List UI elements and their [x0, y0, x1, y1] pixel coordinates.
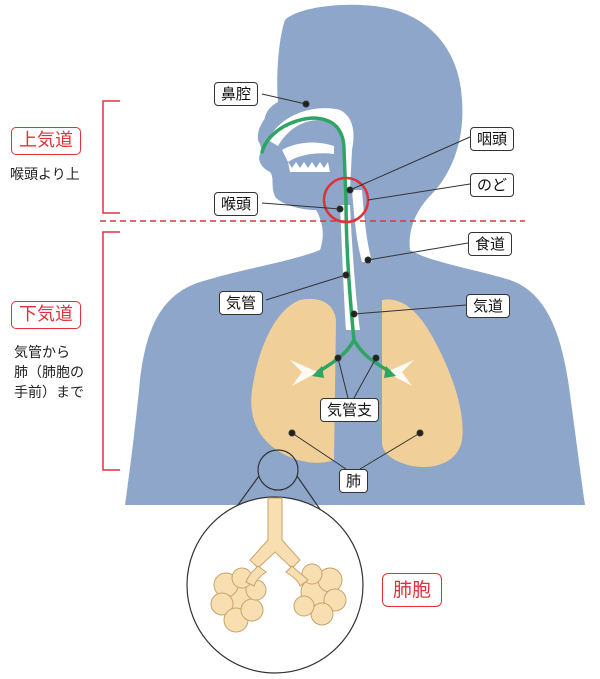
- right-bronchus-arrow: [384, 366, 396, 378]
- airway-path: [260, 116, 356, 342]
- upper-bracket: [102, 100, 120, 214]
- nasal-passage: [268, 108, 354, 190]
- dot-esophagus: [364, 256, 372, 264]
- left-bronchus-arrow: [312, 366, 324, 378]
- leader-bronchi-l: [337, 357, 349, 399]
- leader-lung-r: [359, 432, 421, 470]
- dot-airway: [350, 310, 358, 318]
- alveoli-illustration: [210, 497, 347, 633]
- label-pharynx: 咽頭: [470, 127, 515, 151]
- label-throat: のど: [470, 173, 515, 197]
- dot-trachea: [342, 271, 350, 279]
- leader-pharynx: [349, 136, 471, 191]
- dot-larynx: [336, 205, 344, 213]
- leader-larynx: [261, 202, 341, 210]
- dot-pharynx: [346, 186, 354, 194]
- left-glow: [290, 360, 318, 386]
- mouth: [282, 142, 334, 162]
- lower-airway-title: 下気道: [11, 301, 81, 329]
- right-glow: [386, 360, 414, 386]
- zoom-source-circle: [257, 449, 299, 491]
- leader-esophagus: [367, 242, 469, 261]
- dot-lung-l: [288, 429, 296, 437]
- lower-airway-note-1: 気管から: [14, 345, 70, 361]
- lower-airway-note-2: 肺（肺胞の: [14, 365, 84, 381]
- label-nasal-cavity: 鼻腔: [214, 82, 259, 106]
- label-alveoli: 肺胞: [382, 573, 443, 607]
- leader-lung-l: [291, 432, 347, 470]
- dot-lung-r: [416, 429, 424, 437]
- label-airway: 気道: [466, 294, 511, 318]
- left-lung: [251, 298, 336, 463]
- dot-bronchi-r: [372, 354, 380, 362]
- label-trachea: 気管: [219, 291, 264, 315]
- label-esophagus: 食道: [468, 232, 513, 256]
- leader-bronchi-r: [353, 357, 377, 399]
- leader-nasal: [261, 93, 307, 105]
- right-lung: [382, 299, 463, 467]
- teeth: [288, 162, 330, 172]
- dot-nasal: [302, 100, 310, 108]
- label-bronchi: 気管支: [320, 398, 380, 422]
- label-lung: 肺: [339, 469, 369, 493]
- upper-airway-title: 上気道: [11, 127, 81, 155]
- upper-airway-note: 喉頭より上: [10, 167, 80, 183]
- lower-airway-note-3: 手前）まで: [14, 385, 84, 401]
- leader-airway: [353, 304, 467, 315]
- lower-bracket: [102, 231, 120, 471]
- leader-throat: [367, 183, 471, 201]
- body-silhouette: [125, 4, 585, 506]
- esophagus-tube: [352, 190, 372, 262]
- leader-trachea: [265, 274, 347, 301]
- label-larynx: 喉頭: [214, 192, 259, 216]
- dot-bronchi-l: [334, 354, 342, 362]
